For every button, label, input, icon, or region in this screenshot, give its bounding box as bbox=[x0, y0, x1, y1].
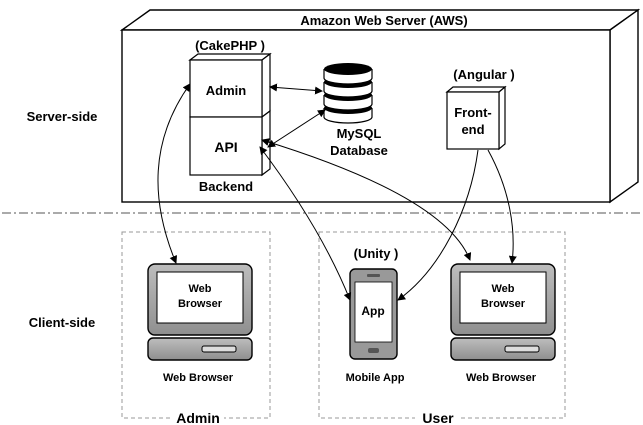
angular-label: (Angular ) bbox=[453, 67, 514, 82]
user-group-label-bg bbox=[415, 414, 461, 425]
client-side-label: Client-side bbox=[29, 315, 95, 330]
unity-label: (Unity ) bbox=[354, 246, 399, 261]
frontend-user-browser-arrow bbox=[487, 149, 517, 264]
mysql-label: MySQL bbox=[337, 126, 382, 141]
server-side-label: Server-side bbox=[27, 109, 98, 124]
api-user-browser-arrow bbox=[261, 138, 472, 261]
aws-title: Amazon Web Server (AWS) bbox=[300, 13, 467, 28]
frontend-mobile-arrow bbox=[397, 149, 479, 301]
database-label: Database bbox=[330, 143, 388, 158]
admin-box-label: Admin bbox=[206, 83, 247, 98]
admin-screen-label-line1: Web bbox=[188, 283, 211, 295]
admin-computer-caption: Web Browser bbox=[163, 372, 234, 384]
cakephp-label: (CakePHP ) bbox=[195, 38, 265, 53]
database-icon bbox=[323, 63, 373, 124]
admin-box bbox=[188, 52, 272, 119]
admin-screen-label-line2: Browser bbox=[178, 298, 223, 310]
mobile-phone-icon bbox=[349, 268, 398, 360]
admin-group-label: Admin bbox=[176, 410, 220, 425]
admin-computer-icon bbox=[147, 263, 253, 361]
user-screen-label-line1: Web bbox=[491, 283, 514, 295]
user-computer-icon bbox=[450, 263, 556, 361]
frontend-label-line2: end bbox=[461, 122, 484, 137]
user-screen-label-line2: Browser bbox=[481, 298, 526, 310]
user-group-label: User bbox=[422, 410, 454, 425]
frontend-box bbox=[445, 85, 507, 151]
mobile-app-caption: Mobile App bbox=[346, 372, 405, 384]
app-label: App bbox=[361, 304, 384, 318]
user-computer-caption: Web Browser bbox=[466, 372, 537, 384]
backend-label: Backend bbox=[199, 179, 253, 194]
frontend-label-line1: Front- bbox=[454, 105, 492, 120]
api-box-label: API bbox=[214, 139, 237, 155]
admin-browser-arrow bbox=[157, 83, 191, 264]
admin-group-label-bg bbox=[172, 414, 224, 425]
admin-database-arrow bbox=[269, 83, 323, 95]
